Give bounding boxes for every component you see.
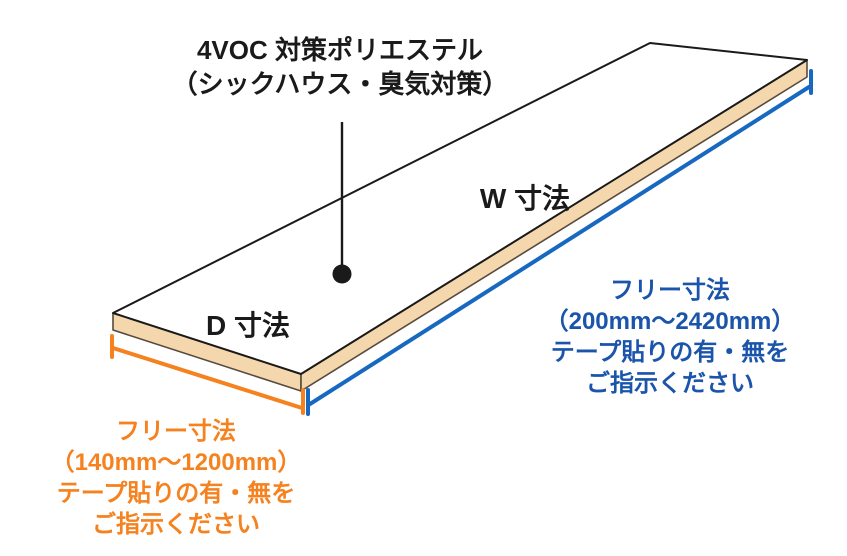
depth-note-line-4: ご指示ください (91, 511, 260, 538)
d-dimension-label: D 寸法 (205, 310, 291, 341)
depth-note-line-1: フリー寸法 (115, 418, 236, 445)
width-note-line-4: ご指示ください (585, 370, 754, 397)
depth-dimension-line (110, 334, 305, 415)
width-dimension-note: フリー寸法 （200mm～2420mm） テープ貼りの有・無を ご指示ください (545, 275, 796, 399)
width-note-line-1: フリー寸法 (609, 277, 730, 304)
width-dimension-line (306, 69, 813, 416)
title-line-1: 4VOC 対策ポリエステル (196, 35, 484, 65)
title-line-2: （シックハウス・臭気対策） (171, 69, 509, 99)
width-note-line-2: （200mm～2420mm） (544, 308, 796, 335)
width-dimension-measure-line (308, 85, 811, 406)
pointer-dot (332, 264, 352, 284)
depth-dimension-measure-line (111, 346, 304, 410)
width-note-line-3: テープ貼りの有・無を (550, 339, 790, 366)
w-dimension-label: W 寸法 (479, 183, 571, 214)
depth-dimension-note: フリー寸法 （140mm～1200mm） テープ貼りの有・無を ご指示ください (51, 416, 302, 540)
title-annotation: 4VOC 対策ポリエステル （シックハウス・臭気対策） (172, 33, 509, 101)
depth-note-line-3: テープ貼りの有・無を (56, 480, 296, 507)
depth-note-line-2: （140mm～1200mm） (50, 449, 302, 476)
board-top-face (112, 42, 808, 375)
